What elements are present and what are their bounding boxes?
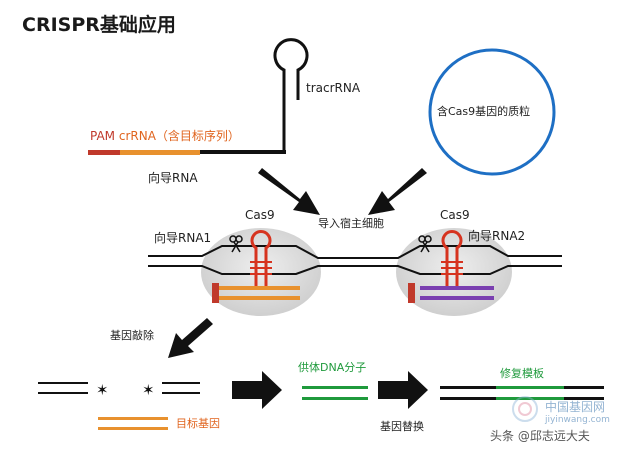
target-gene-label: 目标基因 <box>176 417 220 430</box>
cas9-complex-right <box>408 230 494 303</box>
crRNA-bar <box>88 150 286 155</box>
arrow-to-donor <box>232 371 282 409</box>
scissors-left-icon <box>229 235 243 253</box>
guide-rna-label: 向导RNA <box>148 171 198 185</box>
arrow-to-replacement <box>378 371 428 409</box>
guide-rna2-label: 向导RNA2 <box>468 229 526 243</box>
target-left-a <box>218 286 300 290</box>
target-left-b <box>218 296 300 300</box>
target-gene-a <box>98 417 168 420</box>
watermark-site: 中国基因网 <box>545 400 606 414</box>
cas9-complex-left <box>212 230 300 303</box>
cas9-left-label: Cas9 <box>245 208 275 222</box>
cell-right <box>396 228 512 316</box>
plasmid-label: 含Cas9基因的质粒 <box>437 105 531 118</box>
pam-right <box>408 283 415 303</box>
cut-dna <box>38 382 200 394</box>
genome-dna <box>148 245 562 275</box>
cas9-right-label: Cas9 <box>440 208 470 222</box>
repaired-dna <box>440 386 604 400</box>
watermark-url: jiyinwang.com <box>545 415 610 425</box>
target-gene-b <box>98 427 168 430</box>
introduce-label: 导入宿主细胞 <box>318 217 384 230</box>
break-star-right-icon: ✶ <box>142 381 155 399</box>
crRNA-tail <box>200 150 286 154</box>
watermark-logo <box>512 396 538 422</box>
tracrRNA-hairpin <box>273 38 309 153</box>
arrow-knockout <box>168 318 213 358</box>
crRNA-label: crRNA（含目标序列） <box>118 129 240 143</box>
repair-template-label: 修复模板 <box>500 367 544 380</box>
break-star-left-icon: ✶ <box>96 381 109 399</box>
crRNA-label-line: PAM crRNA（含目标序列） <box>90 130 240 142</box>
pam-label: PAM <box>90 129 116 143</box>
watermark-author: 头条 @邱志远大夫 <box>490 429 590 443</box>
target-right-b <box>420 296 494 300</box>
pam-segment <box>88 150 120 155</box>
page-title: CRISPR基础应用 <box>22 14 176 36</box>
arrow-left-down <box>258 168 320 215</box>
donor-dna-label: 供体DNA分子 <box>298 361 367 374</box>
donor-dna-b <box>302 397 368 400</box>
crRNA-segment <box>120 150 200 155</box>
hairpin-left <box>250 230 272 290</box>
tracrRNA-label: tracrRNA <box>306 81 361 95</box>
cell-left <box>201 228 321 316</box>
scissors-right-icon <box>418 235 432 253</box>
target-right-a <box>420 286 494 290</box>
knockout-label: 基因敲除 <box>110 329 154 342</box>
arrow-right-down <box>368 168 427 215</box>
hairpin-right <box>441 230 463 290</box>
replacement-label: 基因替换 <box>380 420 424 433</box>
pam-left <box>212 283 219 303</box>
donor-dna-a <box>302 386 368 389</box>
guide-rna1-label: 向导RNA1 <box>154 231 212 245</box>
plasmid-circle <box>428 48 556 176</box>
